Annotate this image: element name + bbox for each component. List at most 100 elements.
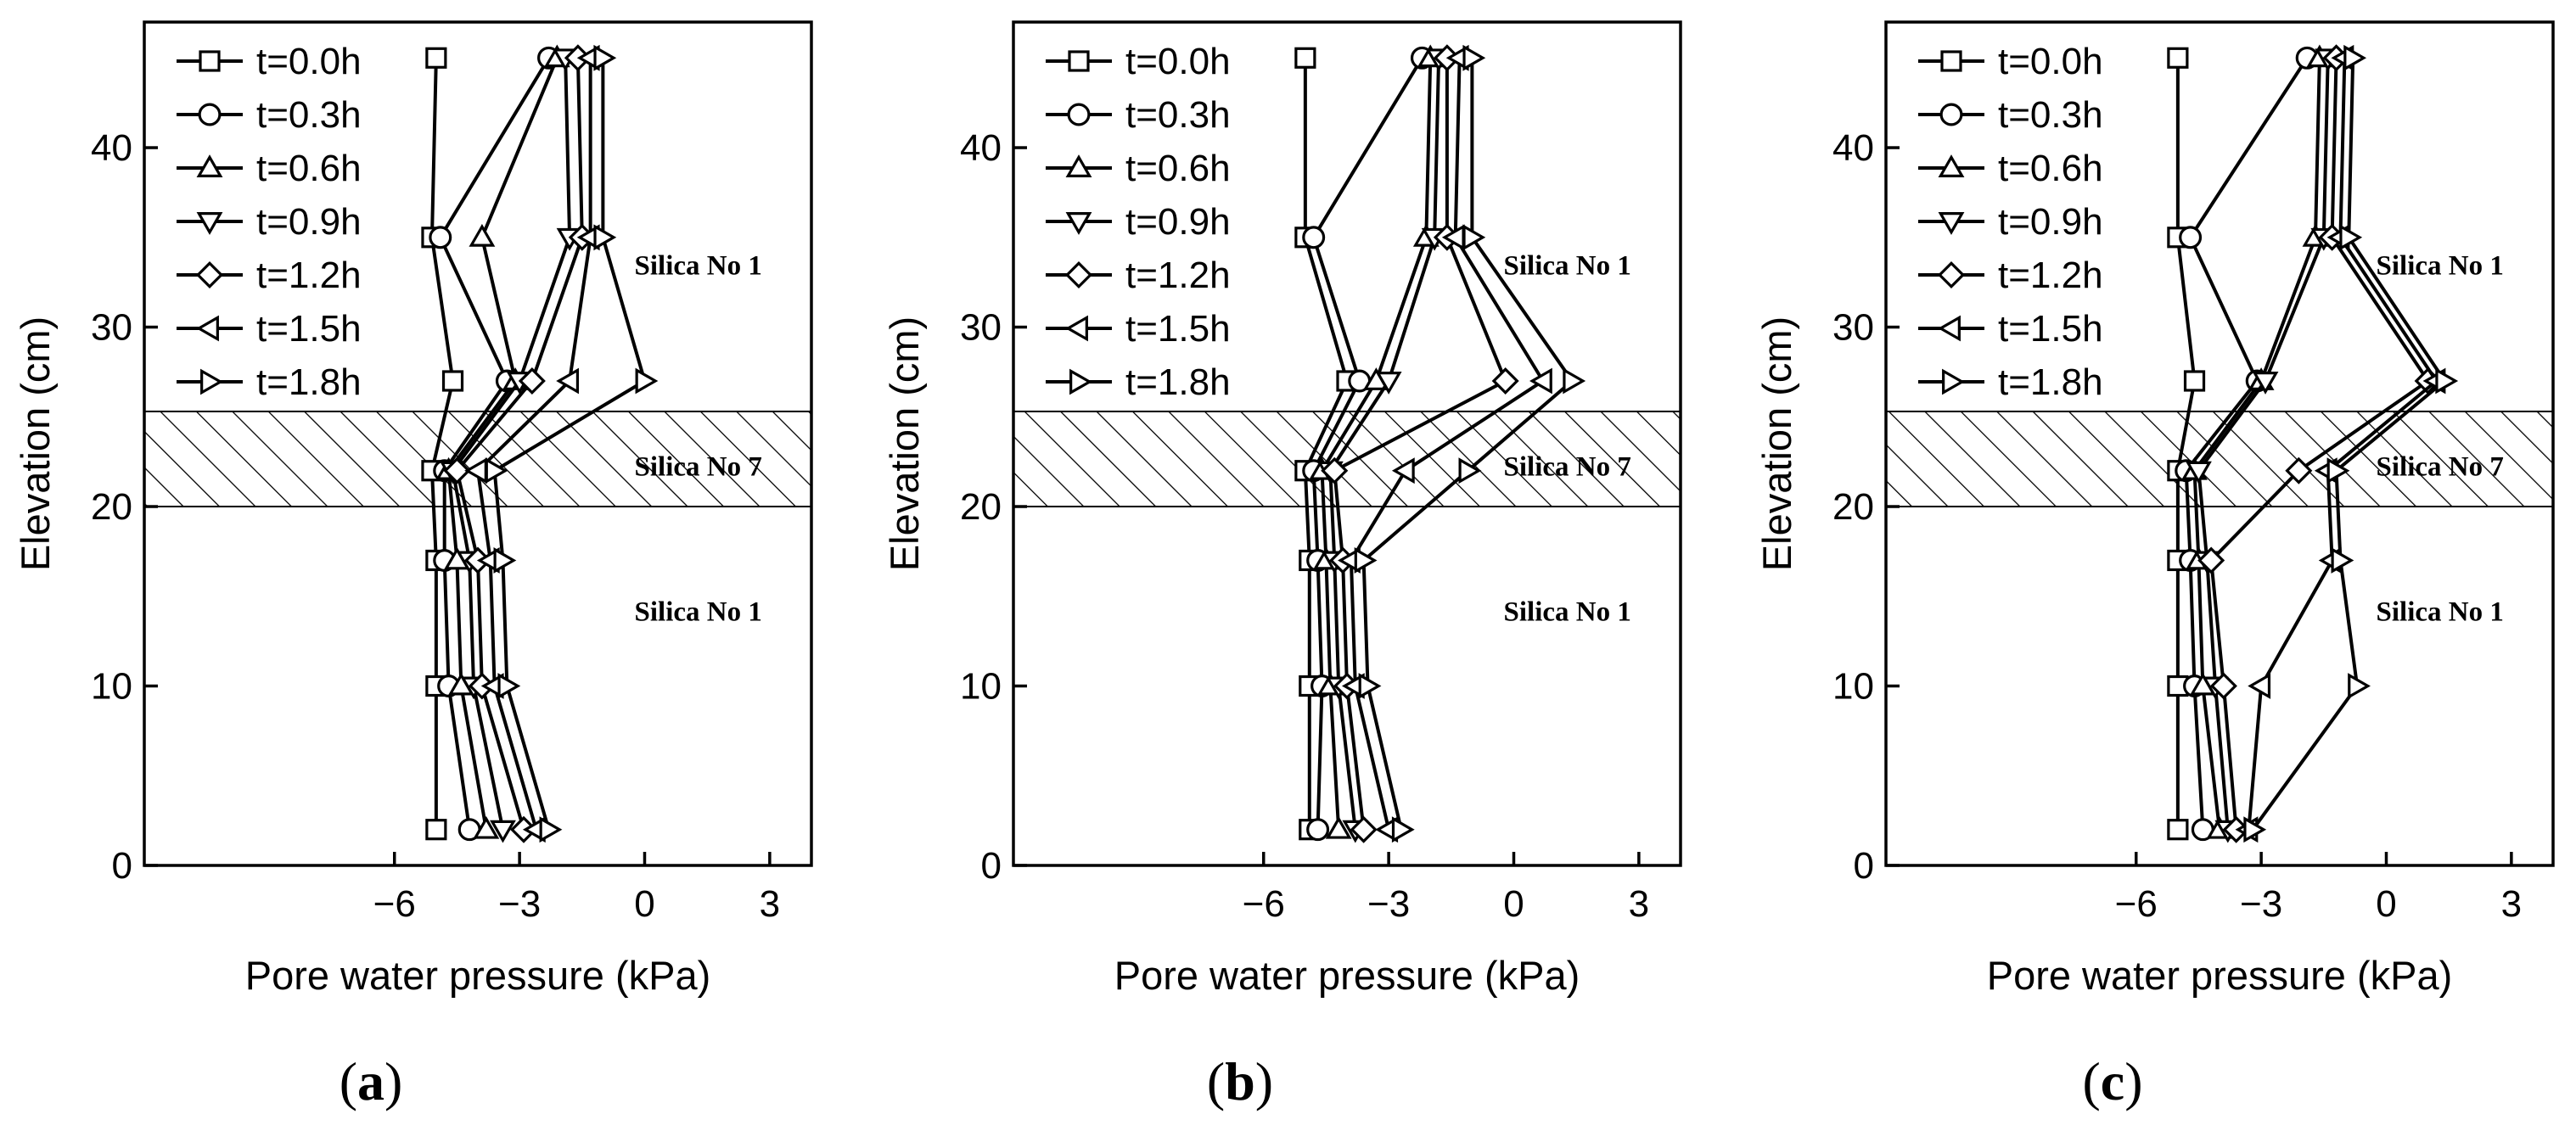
data-point-square [2183,370,2206,392]
y-axis-title: Elevation (cm) [882,316,927,571]
data-point-triangle-down [2186,461,2212,484]
data-point-triangle-right [635,367,659,395]
plot-frame [143,20,813,867]
data-point-triangle-left [556,367,580,395]
data-point-square [425,819,447,841]
y-axis-title: Elevation (cm) [13,316,58,571]
x-tick-label: 3 [1629,883,1649,925]
legend-marker-triangle-up [1938,154,1965,177]
y-tick-label: 0 [1854,845,1874,887]
legend-marker-diamond [1064,260,1093,289]
layer-label: Silica No 1 [1504,597,1631,628]
legend-label: t=0.9h [1125,201,1231,243]
legend-marker-triangle-left [196,315,219,342]
data-point-diamond [2197,546,2225,574]
layer-label: Silica No 7 [1504,451,1631,482]
legend-label: t=1.5h [1998,308,2103,350]
data-point-diamond [2285,456,2313,484]
x-tick-label: −6 [2115,883,2158,925]
x-tick-label: 3 [760,883,780,925]
data-point-circle [1306,818,1330,842]
x-tick-label: 3 [2501,883,2522,925]
legend-label: t=0.6h [1998,148,2103,189]
data-point-triangle-right [2326,457,2350,484]
legend-label: t=1.8h [1125,361,1231,403]
data-point-triangle-right [1462,44,1486,71]
data-point-triangle-right [539,816,563,843]
data-point-diamond [1321,456,1349,484]
layer-label: Silica No 1 [1504,251,1631,282]
data-point-triangle-up [469,223,496,247]
layer-label: Silica No 1 [635,597,762,628]
legend-marker-square [1940,50,1962,72]
data-point-square [441,370,464,392]
data-point-diamond [2209,672,2237,700]
legend-label: t=1.2h [256,255,362,296]
legend-label: t=0.0h [1998,41,2103,82]
data-point-triangle-up [473,815,500,839]
x-tick-label: −6 [1243,883,1285,925]
data-point-triangle-right [1391,816,1415,843]
legend-label: t=0.0h [1125,41,1231,82]
data-point-circle [2179,226,2203,249]
data-point-triangle-left [1529,367,1552,395]
legend-marker-circle [198,103,222,126]
legend-label: t=1.8h [256,361,362,403]
legend-label: t=0.9h [1998,201,2103,243]
x-tick-label: −3 [2240,883,2282,925]
legend-marker-diamond [1937,260,1966,289]
x-axis-title: Pore water pressure (kPa) [245,953,711,998]
layer-label: Silica No 1 [2377,251,2504,282]
legend-marker-triangle-right [200,368,223,395]
data-point-triangle-right [593,224,617,251]
legend-marker-diamond [195,260,224,289]
x-tick-label: 0 [2376,883,2396,925]
legend-label: t=0.6h [256,148,362,189]
data-point-triangle-right [1462,224,1486,251]
data-point-triangle-right [2348,673,2371,699]
panel-label: (c) [2082,1051,2142,1111]
data-point-square [1294,47,1316,69]
legend-label: t=1.5h [256,308,362,350]
y-tick-label: 0 [112,845,132,887]
legend-marker-square [1068,50,1090,72]
data-point-triangle-right [2343,44,2367,71]
x-axis-title: Pore water pressure (kPa) [1987,953,2453,998]
y-tick-label: 30 [1832,307,1874,349]
legend-label: t=1.2h [1998,255,2103,296]
x-tick-label: −3 [1367,883,1410,925]
legend-label: t=0.9h [256,201,362,243]
y-tick-label: 30 [91,307,132,349]
layer-label: Silica No 7 [2377,451,2504,482]
panel-label: (a) [340,1051,403,1111]
data-point-diamond [1350,815,1378,843]
data-point-triangle-right [485,457,508,484]
data-point-diamond [1491,367,1519,395]
data-point-circle [429,226,452,249]
legend-marker-circle [1939,103,1963,126]
y-tick-label: 40 [960,127,1002,169]
layer-label: Silica No 1 [2377,597,2504,628]
data-point-diamond [443,456,471,484]
data-point-triangle-right [2331,547,2354,574]
legend-marker-triangle-down [1938,212,1965,235]
data-point-triangle-right [1358,673,1382,699]
legend-marker-triangle-up [1065,154,1092,177]
legend-marker-triangle-down [196,212,223,235]
data-point-triangle-right [593,44,617,71]
y-tick-label: 40 [1832,127,1874,169]
data-point-diamond [518,367,546,395]
data-point-triangle-right [1458,457,1482,484]
panel-label: (b) [1207,1051,1273,1111]
y-tick-label: 10 [1832,666,1874,708]
data-point-triangle-right [2435,367,2459,395]
legend-label: t=0.3h [256,94,362,136]
data-point-triangle-right [1354,547,1378,574]
x-tick-label: −3 [498,883,541,925]
data-point-triangle-left [2248,673,2271,699]
hatched-layer-band [143,410,812,508]
y-axis-title: Elevation (cm) [1754,316,1799,571]
data-point-triangle-down [1375,372,1402,395]
